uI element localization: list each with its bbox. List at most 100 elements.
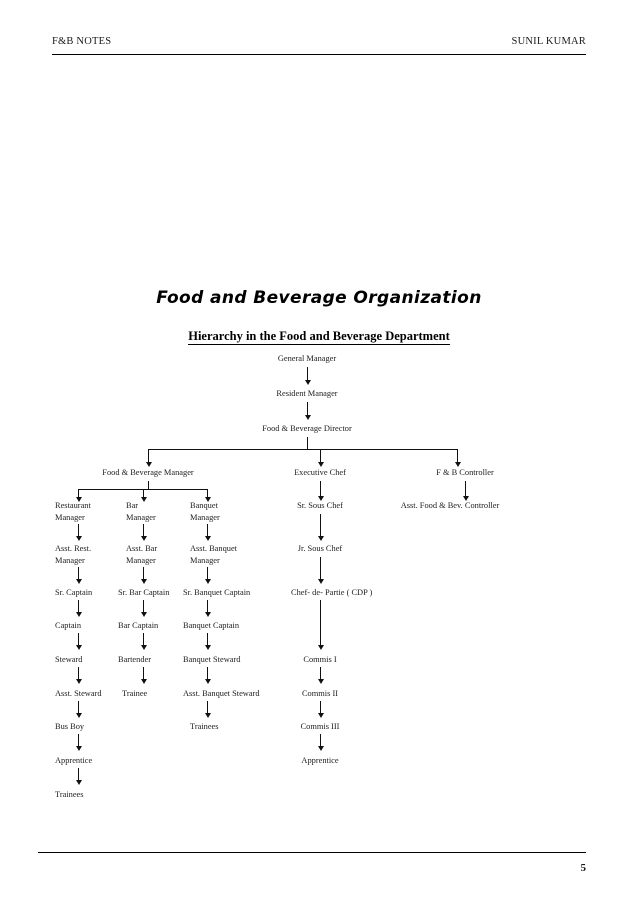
connector-commis1-commis2 bbox=[320, 667, 321, 681]
node-jr-sous-chef: Jr. Sous Chef bbox=[297, 544, 343, 553]
node-chef-de-partie: Chef- de- Partie ( CDP ) bbox=[291, 588, 373, 597]
arrow-asstbar-srbarcaptain bbox=[140, 579, 147, 584]
node-commis-3: Commis III bbox=[300, 722, 340, 731]
arrow-bus-controller bbox=[454, 462, 461, 467]
connector-restaurant-asst bbox=[78, 524, 79, 538]
page-subtitle: Hierarchy in the Food and Beverage Depar… bbox=[0, 329, 638, 345]
arrow-banquetcaptain-banquetsteward bbox=[204, 645, 211, 650]
connector-asstbanquetsteward-trainees bbox=[207, 701, 208, 715]
arrow-banquet-asst bbox=[204, 536, 211, 541]
connector-dir-bus bbox=[148, 449, 457, 450]
arrow-rm-dir bbox=[304, 415, 311, 420]
node-fb-manager: Food & Beverage Manager bbox=[102, 468, 194, 477]
arrow-controller-asst bbox=[462, 496, 469, 501]
connector-fbm-bar bbox=[143, 489, 144, 499]
connector-srcaptain-captain bbox=[78, 600, 79, 614]
node-banquet-steward: Banquet Steward bbox=[183, 655, 241, 664]
node-asst-banquet-steward: Asst. Banquet Steward bbox=[183, 689, 260, 698]
arrow-bus-chef bbox=[317, 462, 324, 467]
connector-steward-asststeward bbox=[78, 667, 79, 681]
connector-barcaptain-bartender bbox=[143, 633, 144, 647]
node-asst-steward: Asst. Steward bbox=[55, 689, 102, 698]
node-trainees-banquet: Trainees bbox=[190, 722, 219, 731]
connector-fbm-banquet bbox=[207, 489, 208, 499]
node-captain: Captain bbox=[55, 621, 82, 630]
node-sr-captain: Sr. Captain bbox=[55, 588, 93, 597]
connector-bus-fbm bbox=[148, 449, 149, 464]
node-asst-rest-manager: Asst. Rest. Manager bbox=[55, 544, 92, 565]
connector-bus-chef bbox=[320, 449, 321, 464]
connector-banquet-asst bbox=[207, 524, 208, 538]
arrow-srsous-jrsous bbox=[317, 536, 324, 541]
connector-banquetcaptain-banquetsteward bbox=[207, 633, 208, 647]
connector-asstrest-srcaptain bbox=[78, 567, 79, 581]
node-asst-fb-controller: Asst. Food & Bev. Controller bbox=[400, 501, 500, 510]
node-resident-manager: Resident Manager bbox=[276, 389, 338, 398]
node-fb-controller: F & B Controller bbox=[436, 468, 494, 477]
header-divider bbox=[52, 54, 586, 55]
connector-commis3-apprentice bbox=[320, 734, 321, 748]
connector-bartender-trainee bbox=[143, 667, 144, 681]
arrow-bus-fbm bbox=[145, 462, 152, 467]
arrow-apprentice-trainees bbox=[75, 780, 82, 785]
arrow-commis1-commis2 bbox=[317, 679, 324, 684]
connector-banquetsteward-asstbanquetsteward bbox=[207, 667, 208, 681]
connector-apprentice-trainees bbox=[78, 768, 79, 782]
arrow-asststeward-busboy bbox=[75, 713, 82, 718]
node-apprentice-service: Apprentice bbox=[55, 756, 93, 765]
connector-bar-asst bbox=[143, 524, 144, 538]
arrow-bartender-trainee bbox=[140, 679, 147, 684]
page-number: 5 bbox=[580, 862, 587, 874]
arrow-bar-asst bbox=[140, 536, 147, 541]
node-general-manager: General Manager bbox=[277, 354, 337, 363]
arrow-fbm-bar bbox=[140, 497, 147, 502]
connector-fbm-stem bbox=[148, 481, 149, 489]
connector-bus-controller bbox=[457, 449, 458, 464]
arrow-srbarcaptain-barcaptain bbox=[140, 612, 147, 617]
connector-chef-srsous bbox=[320, 481, 321, 498]
page-subtitle-text: Hierarchy in the Food and Beverage Depar… bbox=[188, 329, 450, 345]
arrow-srbanquetcaptain-banquetcaptain bbox=[204, 612, 211, 617]
connector-srbanquetcaptain-banquetcaptain bbox=[207, 600, 208, 614]
node-sr-bar-captain: Sr. Bar Captain bbox=[118, 588, 170, 597]
arrow-fbm-restaurant bbox=[75, 497, 82, 502]
node-bar-captain: Bar Captain bbox=[118, 621, 159, 630]
connector-busboy-apprentice bbox=[78, 734, 79, 748]
node-fb-director: Food & Beverage Director bbox=[262, 424, 352, 433]
node-bar-manager: Bar Manager bbox=[126, 501, 156, 522]
node-bartender: Bartender bbox=[118, 655, 152, 664]
node-banquet-captain: Banquet Captain bbox=[183, 621, 240, 630]
arrow-cdp-commis1 bbox=[317, 645, 324, 650]
connector-dir-stem bbox=[307, 437, 308, 449]
arrow-commis3-apprentice bbox=[317, 746, 324, 751]
connector-fbm-restaurant bbox=[78, 489, 79, 499]
arrow-restaurant-asst bbox=[75, 536, 82, 541]
arrow-gm-rm bbox=[304, 380, 311, 385]
running-header: F&B NOTES SUNIL KUMAR bbox=[52, 36, 586, 54]
connector-captain-steward bbox=[78, 633, 79, 647]
connector-fbm-bus bbox=[78, 489, 207, 490]
arrow-captain-steward bbox=[75, 645, 82, 650]
node-sr-banquet-captain: Sr. Banquet Captain bbox=[183, 588, 251, 597]
arrow-chef-srsous bbox=[317, 496, 324, 501]
header-right-text: SUNIL KUMAR bbox=[511, 36, 586, 47]
node-apprentice-kitchen: Apprentice bbox=[301, 756, 339, 765]
arrow-srcaptain-captain bbox=[75, 612, 82, 617]
connector-commis2-commis3 bbox=[320, 701, 321, 715]
arrow-asstbanquetsteward-trainees bbox=[204, 713, 211, 718]
footer-divider bbox=[38, 852, 586, 853]
arrow-steward-asststeward bbox=[75, 679, 82, 684]
arrow-commis2-commis3 bbox=[317, 713, 324, 718]
node-banquet-manager: Banquet Manager bbox=[190, 501, 220, 522]
node-trainee-bar: Trainee bbox=[122, 689, 148, 698]
connector-gm-rm bbox=[307, 367, 308, 383]
arrow-asstbanquet-srbanquetcaptain bbox=[204, 579, 211, 584]
node-trainees-service: Trainees bbox=[55, 790, 84, 799]
header-left-text: F&B NOTES bbox=[52, 36, 112, 47]
node-asst-bar-manager: Asst. Bar Manager bbox=[126, 544, 158, 565]
connector-rm-dir bbox=[307, 402, 308, 418]
arrow-barcaptain-bartender bbox=[140, 645, 147, 650]
node-steward: Steward bbox=[55, 655, 83, 664]
node-commis-1: Commis I bbox=[303, 655, 337, 664]
